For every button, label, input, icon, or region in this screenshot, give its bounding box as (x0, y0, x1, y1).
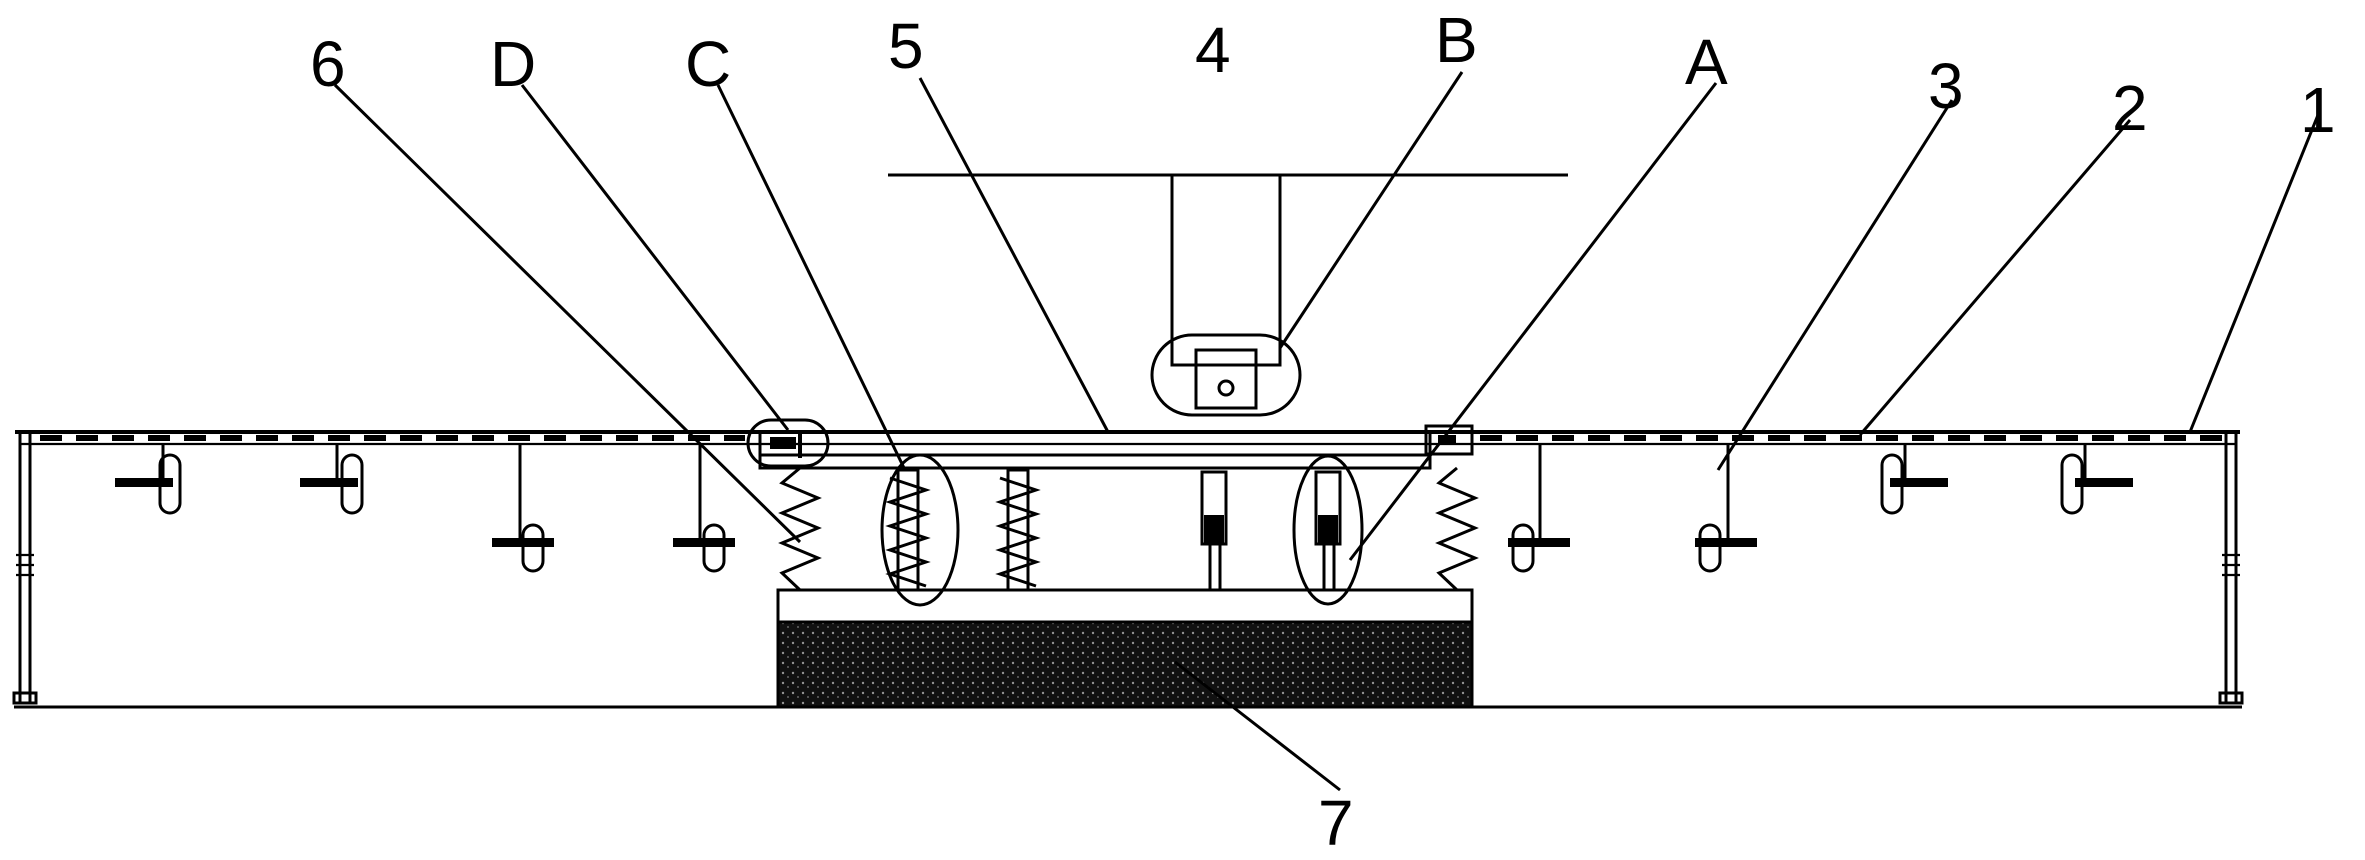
nozzle-right-2 (1695, 444, 1757, 573)
leader-2 (1858, 119, 2132, 436)
guide-post-2 (1314, 470, 1342, 590)
callout-D: D (490, 28, 536, 100)
callout-5: 5 (888, 10, 924, 82)
callout-2: 2 (2112, 72, 2148, 144)
nozzle-left-4 (673, 444, 735, 573)
coil-spring-2 (995, 468, 1041, 592)
callout-4: 4 (1195, 14, 1231, 86)
callout-labels: 6 D C 5 4 B A 3 2 1 7 (310, 4, 2336, 859)
leader-A (1348, 82, 1718, 561)
leader-3 (1716, 99, 1954, 471)
leader-5 (918, 77, 1110, 433)
callout-1: 1 (2300, 74, 2336, 146)
leader-C (716, 84, 907, 471)
clamp-block (1194, 348, 1258, 410)
bellows-spring-right (1435, 466, 1479, 592)
left-foot (12, 691, 38, 705)
right-foot (2218, 691, 2244, 705)
column-4 (1170, 173, 1282, 367)
callout-7: 7 (1318, 787, 1354, 859)
leader-1 (2188, 109, 2322, 433)
right-rail-clamp (1424, 424, 1474, 456)
circle-C (880, 453, 960, 607)
circle-D-clamp (746, 418, 830, 468)
circle-A (1292, 454, 1364, 606)
nozzle-right-4 (2060, 444, 2133, 515)
leader-D (520, 84, 790, 431)
nozzle-right-3 (1880, 444, 1948, 515)
leader-7 (1174, 660, 1341, 792)
moving-plate-5 (758, 430, 1432, 470)
callout-A: A (1685, 26, 1728, 98)
callout-3: 3 (1928, 50, 1964, 122)
pin (1217, 379, 1235, 397)
callout-6: 6 (310, 28, 346, 100)
base-block-7 (776, 588, 1474, 709)
nozzle-left-1 (115, 444, 182, 515)
callout-B: B (1435, 4, 1478, 76)
nozzle-left-3 (492, 444, 554, 573)
leader-lines (333, 71, 2322, 792)
guide-post-1 (1200, 470, 1228, 590)
nozzle-left-2 (300, 444, 364, 515)
leader-6 (333, 83, 802, 544)
top-platform (888, 173, 1568, 417)
circle-B (1150, 333, 1302, 417)
callout-C: C (685, 28, 731, 100)
bellows-spring-left (778, 466, 822, 592)
nozzle-right-1 (1508, 444, 1570, 573)
leader-B (1278, 71, 1464, 349)
coil-spring-1 (885, 468, 931, 592)
